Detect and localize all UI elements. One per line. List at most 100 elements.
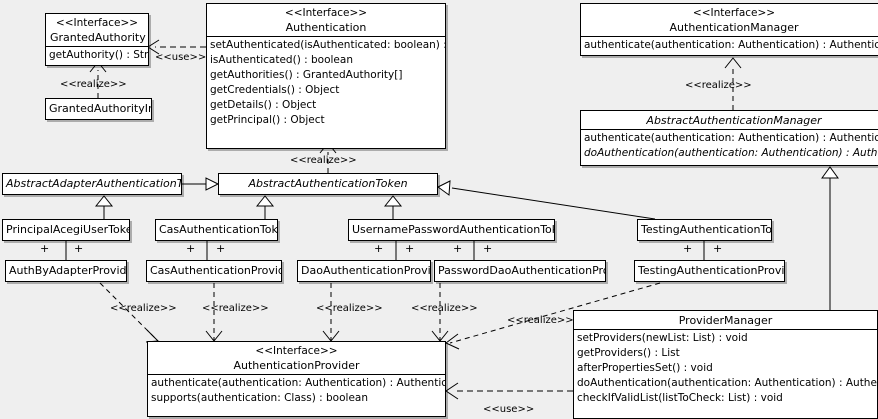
class-box-principal-acegi-user-token[interactable]: PrincipalAcegiUserToken xyxy=(2,219,130,241)
edge-label-realize-auth-by-adapter: <<realize>> xyxy=(110,303,177,314)
class-box-authentication[interactable]: <<Interface>> Authentication setAuthenti… xyxy=(206,3,446,149)
class-header: CasAuthenticationToken xyxy=(156,220,277,240)
edge-label-realize-granted-authority-impl: <<realize>> xyxy=(60,79,127,90)
class-name: TestingAuthenticationProvider xyxy=(638,264,785,277)
class-box-granted-authority-impl[interactable]: GrantedAuthorityImpl xyxy=(45,98,152,120)
class-box-abstract-adapter-authentication-token[interactable]: AbstractAdapterAuthenticationToken xyxy=(2,173,182,195)
operation: doAuthentication(authentication: Authent… xyxy=(584,147,878,159)
association-visibility-mark: + xyxy=(74,242,84,255)
class-header: <<Interface>> Authentication xyxy=(207,4,445,36)
class-header: <<Interface>> GrantedAuthority xyxy=(46,14,148,46)
class-stereotype: <<Interface>> xyxy=(692,7,776,19)
operation: getAuthorities() : GrantedAuthority[] xyxy=(210,69,403,81)
edge-generalize-principal-token xyxy=(94,195,114,219)
compartment-divider xyxy=(148,374,445,375)
class-header: UsernamePasswordAuthenticationToken xyxy=(349,220,554,240)
class-box-testing-authentication-provider[interactable]: TestingAuthenticationProvider xyxy=(634,260,785,282)
edge-generalize-cas-token xyxy=(255,195,275,219)
class-stereotype: <<Interface>> xyxy=(284,7,368,19)
association-visibility-mark: + xyxy=(683,242,693,255)
class-header: AbstractAdapterAuthenticationToken xyxy=(3,174,181,194)
operations-compartment: authenticate(authentication: Authenticat… xyxy=(581,130,878,162)
association-visibility-mark: + xyxy=(405,242,415,255)
class-box-username-password-authentication-token[interactable]: UsernamePasswordAuthenticationToken xyxy=(348,219,555,241)
edge-use-authentication-provider xyxy=(445,382,573,400)
class-header: <<Interface>> AuthenticationProvider xyxy=(148,342,445,374)
class-stereotype: <<Interface>> xyxy=(255,345,338,357)
class-stereotype: <<Interface>> xyxy=(55,17,139,29)
edge-generalize-adapter-token xyxy=(182,177,220,191)
class-name: CasAuthenticationProvider xyxy=(150,264,282,277)
association-visibility-mark: + xyxy=(453,242,463,255)
compartment-divider xyxy=(581,36,878,37)
class-name: DaoAuthenticationProvider xyxy=(301,264,431,277)
operations-compartment: authenticate(authentication: Authenticat… xyxy=(148,375,445,407)
class-name: ProviderManager xyxy=(678,314,773,327)
class-header: TestingAuthenticationToken xyxy=(638,220,771,240)
edge-label-use-provider-manager: <<use>> xyxy=(483,404,535,415)
class-name: PrincipalAcegiUserToken xyxy=(6,223,130,236)
class-name: Authentication xyxy=(285,21,367,34)
operation: afterPropertiesSet() : void xyxy=(577,362,713,374)
operation: authenticate(authentication: Authenticat… xyxy=(151,377,446,389)
edge-label-use-granted-authority: <<use>> xyxy=(155,52,207,63)
class-name: PasswordDaoAuthenticationProvider xyxy=(438,264,605,277)
class-name: AbstractAuthenticationManager xyxy=(646,114,822,127)
class-name: CasAuthenticationToken xyxy=(159,223,278,236)
operation: setProviders(newList: List) : void xyxy=(577,332,748,344)
class-header: GrantedAuthorityImpl xyxy=(46,99,151,119)
operations-compartment: setAuthenticated(isAuthenticated: boolea… xyxy=(207,37,445,129)
association-visibility-mark: + xyxy=(713,242,723,255)
class-box-cas-authentication-token[interactable]: CasAuthenticationToken xyxy=(155,219,278,241)
edge-label-realize-testing-provider: <<realize>> xyxy=(507,315,574,326)
edge-label-realize-cas-provider: <<realize>> xyxy=(202,303,269,314)
class-box-password-dao-authentication-provider[interactable]: PasswordDaoAuthenticationProvider xyxy=(434,260,606,282)
class-header: AuthByAdapterProvider xyxy=(6,261,126,281)
class-box-cas-authentication-provider[interactable]: CasAuthenticationProvider xyxy=(146,260,282,282)
edge-generalize-provider-manager xyxy=(821,166,839,310)
class-name: AuthByAdapterProvider xyxy=(9,264,127,277)
class-name: UsernamePasswordAuthenticationToken xyxy=(352,223,555,236)
class-name: AbstractAuthenticationToken xyxy=(248,177,408,190)
edge-generalize-testing-token xyxy=(437,180,656,220)
operation: isAuthenticated() : boolean xyxy=(210,54,353,66)
association-visibility-mark: + xyxy=(186,242,196,255)
operation: checkIfValidList(listToCheck: List) : vo… xyxy=(577,392,783,404)
operation: setAuthenticated(isAuthenticated: boolea… xyxy=(210,39,445,51)
class-box-granted-authority[interactable]: <<Interface>> GrantedAuthority getAuthor… xyxy=(45,13,149,66)
class-header: PrincipalAcegiUserToken xyxy=(3,220,129,240)
compartment-divider xyxy=(207,36,445,37)
association-visibility-mark: + xyxy=(216,242,226,255)
operation: getPrincipal() : Object xyxy=(210,114,325,126)
class-box-authentication-provider[interactable]: <<Interface>> AuthenticationProvider aut… xyxy=(147,341,446,417)
class-box-abstract-authentication-manager[interactable]: AbstractAuthenticationManager authentica… xyxy=(580,110,878,166)
class-header: <<Interface>> AuthenticationManager xyxy=(581,4,878,36)
class-header: AbstractAuthenticationManager xyxy=(581,111,878,129)
edge-label-realize-password-dao-provider: <<realize>> xyxy=(411,303,478,314)
class-box-provider-manager[interactable]: ProviderManager setProviders(newList: Li… xyxy=(573,310,878,419)
operations-compartment: setProviders(newList: List) : void getPr… xyxy=(574,330,877,407)
edge-generalize-userpass-token xyxy=(383,195,403,219)
association-visibility-mark: + xyxy=(374,242,384,255)
class-box-abstract-authentication-token[interactable]: AbstractAuthenticationToken xyxy=(218,173,438,195)
class-name: GrantedAuthority xyxy=(50,31,146,44)
association-visibility-mark: + xyxy=(483,242,493,255)
operation: authenticate(authentication: Authenticat… xyxy=(584,132,878,144)
class-name: GrantedAuthorityImpl xyxy=(49,102,151,115)
class-header: AbstractAuthenticationToken xyxy=(219,174,437,194)
edge-label-realize-authentication-manager: <<realize>> xyxy=(685,80,752,91)
operations-compartment: getAuthority() : String xyxy=(46,47,148,64)
class-box-dao-authentication-provider[interactable]: DaoAuthenticationProvider xyxy=(297,260,431,282)
class-name: TestingAuthenticationToken xyxy=(641,223,772,236)
class-box-authentication-manager[interactable]: <<Interface>> AuthenticationManager auth… xyxy=(580,3,878,56)
class-header: CasAuthenticationProvider xyxy=(147,261,281,281)
operation: supports(authentication: Class) : boolea… xyxy=(151,392,368,404)
class-name: AuthenticationManager xyxy=(669,21,799,34)
class-header: DaoAuthenticationProvider xyxy=(298,261,430,281)
class-box-auth-by-adapter-provider[interactable]: AuthByAdapterProvider xyxy=(5,260,127,282)
class-box-testing-authentication-token[interactable]: TestingAuthenticationToken xyxy=(637,219,772,241)
compartment-divider xyxy=(46,46,148,47)
operation: authenticate(authentication: Authenticat… xyxy=(584,39,878,51)
operation: getDetails() : Object xyxy=(210,99,317,111)
class-name: AuthenticationProvider xyxy=(233,359,360,372)
